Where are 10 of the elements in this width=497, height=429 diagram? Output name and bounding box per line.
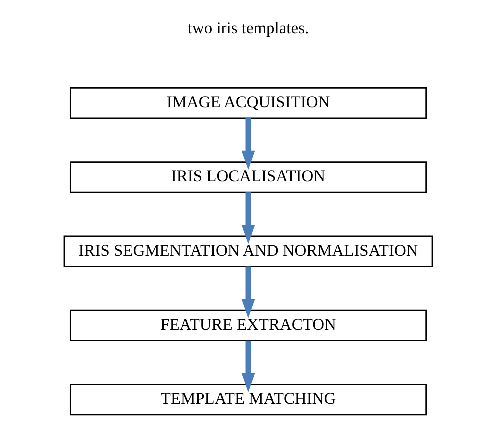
node-box: TEMPLATE MATCHING [70, 384, 428, 416]
arrow [242, 340, 256, 393]
arrow [242, 192, 256, 244]
arrow [242, 118, 256, 170]
node-box: IRIS LOCALISATION [70, 162, 428, 194]
label: two iris templates. [188, 18, 310, 38]
node-box: IMAGE ACQUISITION [70, 87, 428, 120]
arrow [242, 266, 256, 318]
node-box: FEATURE EXTRACTON [70, 310, 428, 342]
node-box: IRIS SEGMENTATION AND NORMALISATION [64, 236, 434, 268]
